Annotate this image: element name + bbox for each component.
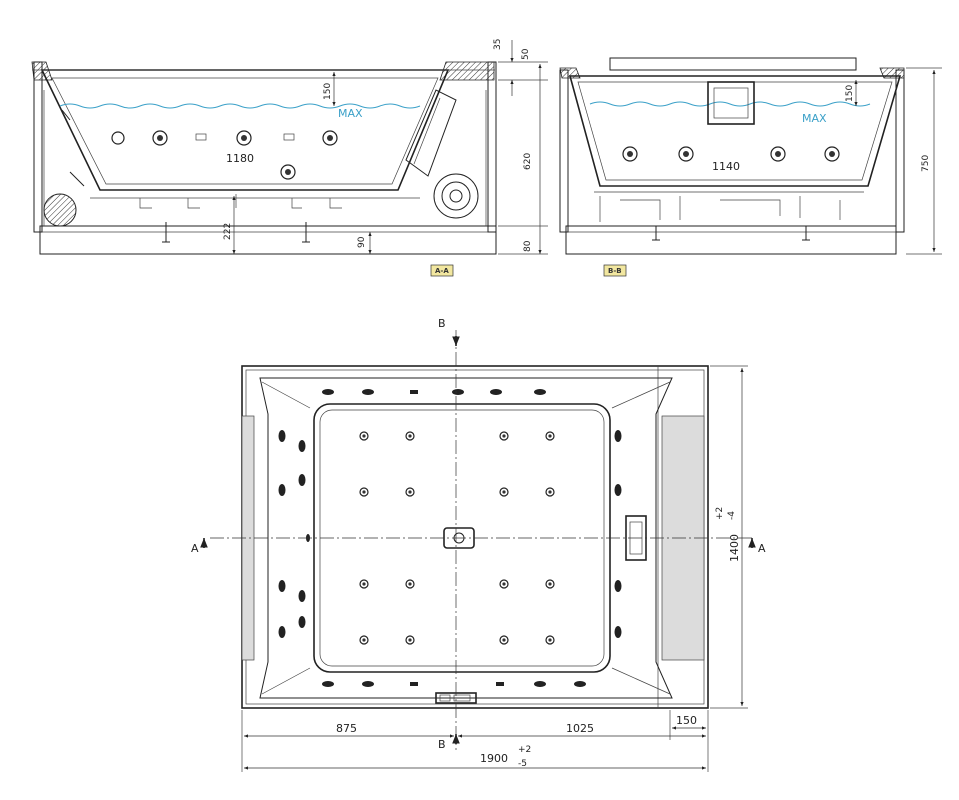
section-b-b: MAX 1140 150 750 B-B — [559, 57, 942, 277]
aa-section-label: A-A — [435, 267, 449, 275]
bb-max-label: MAX — [802, 112, 827, 125]
plan-dim-1400-tol-minus: -4 — [727, 511, 737, 520]
plan-dim-1025: 1025 — [566, 722, 594, 735]
aa-dim-80: 80 — [523, 240, 533, 252]
wall-jets — [278, 389, 622, 687]
plan-dim-1900-tol-plus: +2 — [518, 745, 531, 755]
cut-a-right: A — [758, 542, 766, 555]
bb-dim-150: 150 — [845, 85, 855, 102]
plan-dim-1400: 1400 — [728, 534, 741, 562]
plan-dim-1900-tol-minus: -5 — [518, 759, 527, 769]
cut-b-top: B — [438, 317, 446, 330]
floor-jets — [359, 431, 555, 645]
cut-a-left: A — [191, 542, 199, 555]
cut-b-bottom: B — [438, 738, 446, 751]
plan-dim-1900: 1900 — [480, 752, 508, 765]
aa-dim-90: 90 — [357, 236, 367, 248]
aa-dim-1180: 1180 — [226, 152, 254, 165]
aa-max-label: MAX — [338, 107, 363, 120]
aa-dim-35: 35 — [493, 39, 503, 50]
section-a-a: MAX 1180 35 50 620 80 — [31, 39, 548, 277]
plan-dim-875: 875 — [336, 722, 357, 735]
bb-dim-1140: 1140 — [712, 160, 740, 173]
aa-dim-620: 620 — [523, 153, 533, 170]
plan-view: B B A A 875 1025 150 1900 +2 -5 1400 +2 … — [191, 317, 766, 772]
aa-dim-50: 50 — [521, 48, 531, 60]
plan-dim-1400-tol-plus: +2 — [715, 507, 725, 520]
bb-dim-750: 750 — [921, 155, 931, 172]
aa-dim-150: 150 — [323, 83, 333, 100]
aa-dim-222: 222 — [223, 223, 233, 240]
bb-section-label: B-B — [608, 267, 622, 275]
plan-dim-150: 150 — [676, 714, 697, 727]
